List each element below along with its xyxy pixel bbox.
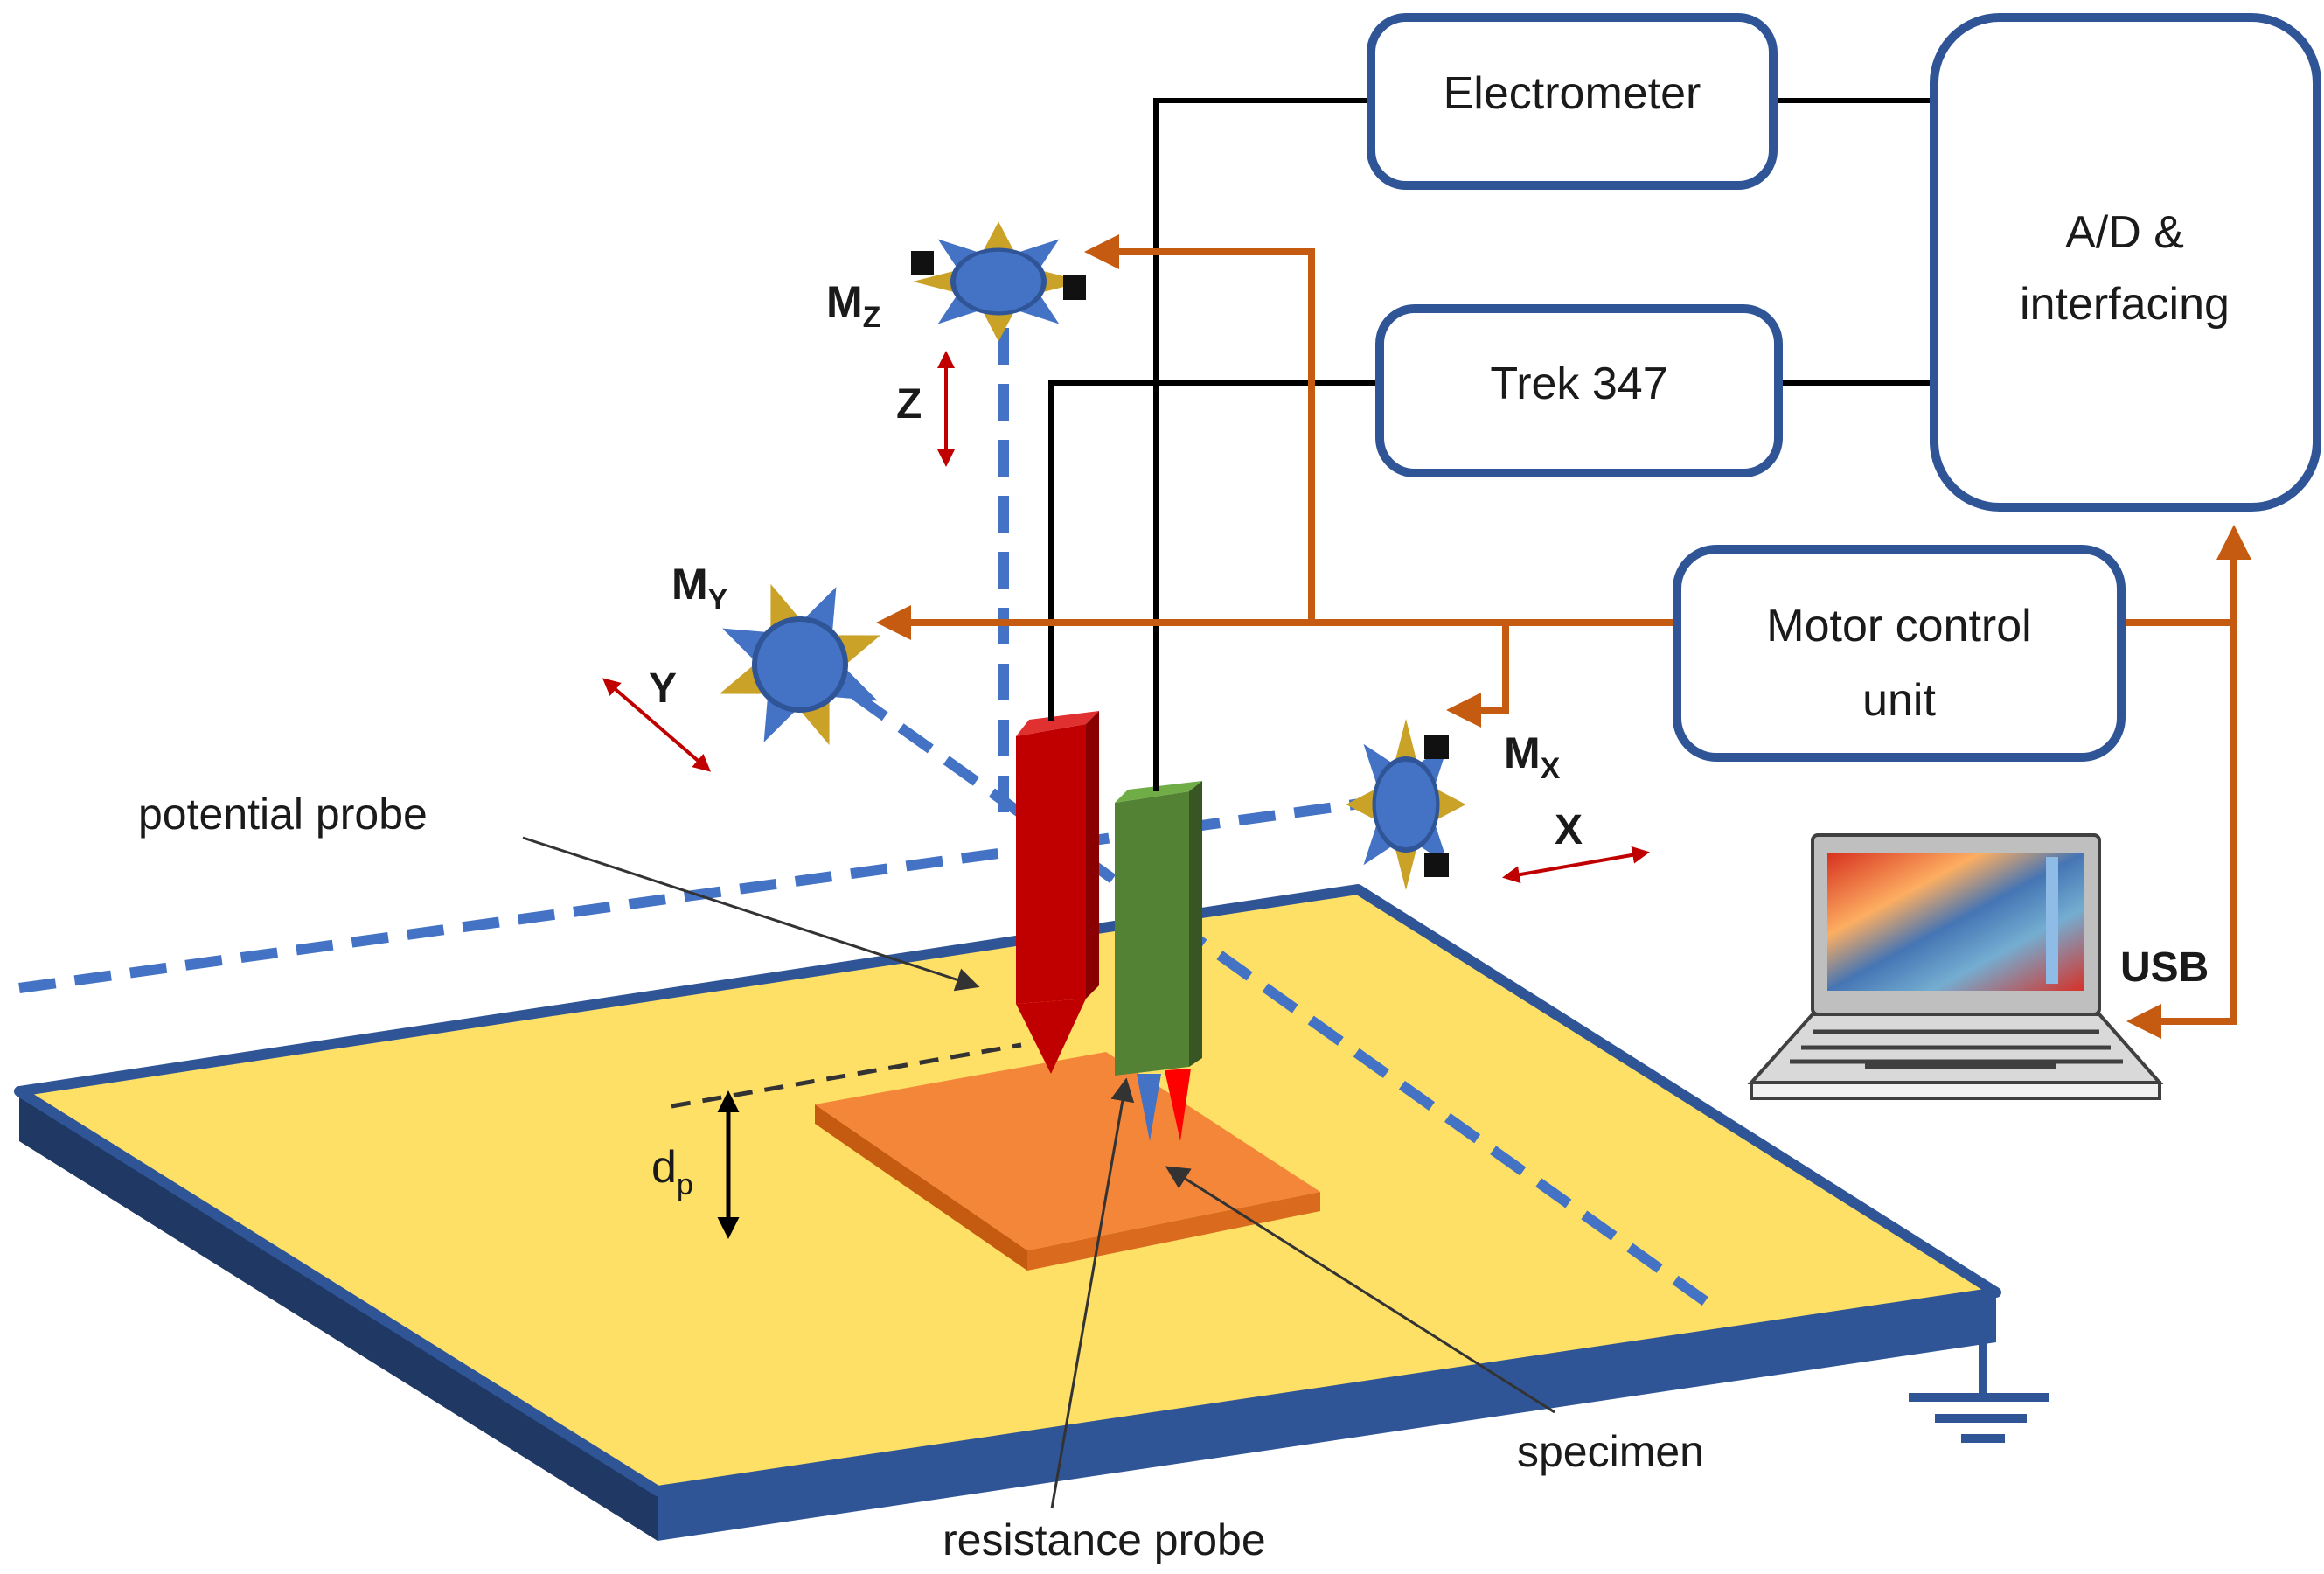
trek-box: Trek 347	[1375, 304, 1783, 477]
motor-control-label-line2: unit	[1862, 675, 1936, 726]
gap-indicator	[671, 1042, 1022, 1239]
ground-icon	[1909, 1312, 2049, 1443]
motor-y-label: MY	[671, 560, 728, 616]
control-wires	[876, 234, 2251, 1039]
motor-z-icon	[911, 221, 1086, 342]
y-axis-label: Y	[649, 665, 677, 712]
motor-control-box: Motor control unit	[1673, 545, 2126, 762]
electrometer-label: Electrometer	[1444, 68, 1701, 119]
z-axis-label: Z	[896, 381, 922, 428]
usb-label: USB	[2120, 944, 2209, 991]
motor-z-label: MZ	[826, 277, 880, 334]
signal-wires	[1048, 98, 1932, 791]
potential-probe-label: potential probe	[138, 790, 428, 839]
motor-control-label-line1: Motor control	[1766, 601, 2031, 651]
specimen-label: specimen	[1517, 1427, 1704, 1476]
electrometer-box: Electrometer	[1367, 13, 1778, 190]
trek-label: Trek 347	[1490, 359, 1667, 409]
resistance-probe	[1115, 781, 1202, 1141]
ad-label-line2: interfacing	[2020, 279, 2230, 330]
axis-arrows	[602, 351, 1650, 884]
resistance-probe-label: resistance probe	[943, 1515, 1266, 1564]
laptop-icon	[1747, 833, 2164, 1100]
potential-probe	[1016, 711, 1099, 1074]
dp-label: dp	[651, 1142, 693, 1201]
specimen-block	[815, 1052, 1320, 1271]
ad-label-line1: A/D &	[2065, 207, 2184, 258]
ad-interfacing-box: A/D & interfacing	[1930, 13, 2321, 512]
motor-x-label: MX	[1504, 728, 1561, 785]
motor-x-icon	[1346, 719, 1466, 890]
motor-y-icon	[719, 583, 881, 746]
x-axis-label: X	[1555, 807, 1583, 853]
callout-leaders	[522, 836, 1555, 1509]
